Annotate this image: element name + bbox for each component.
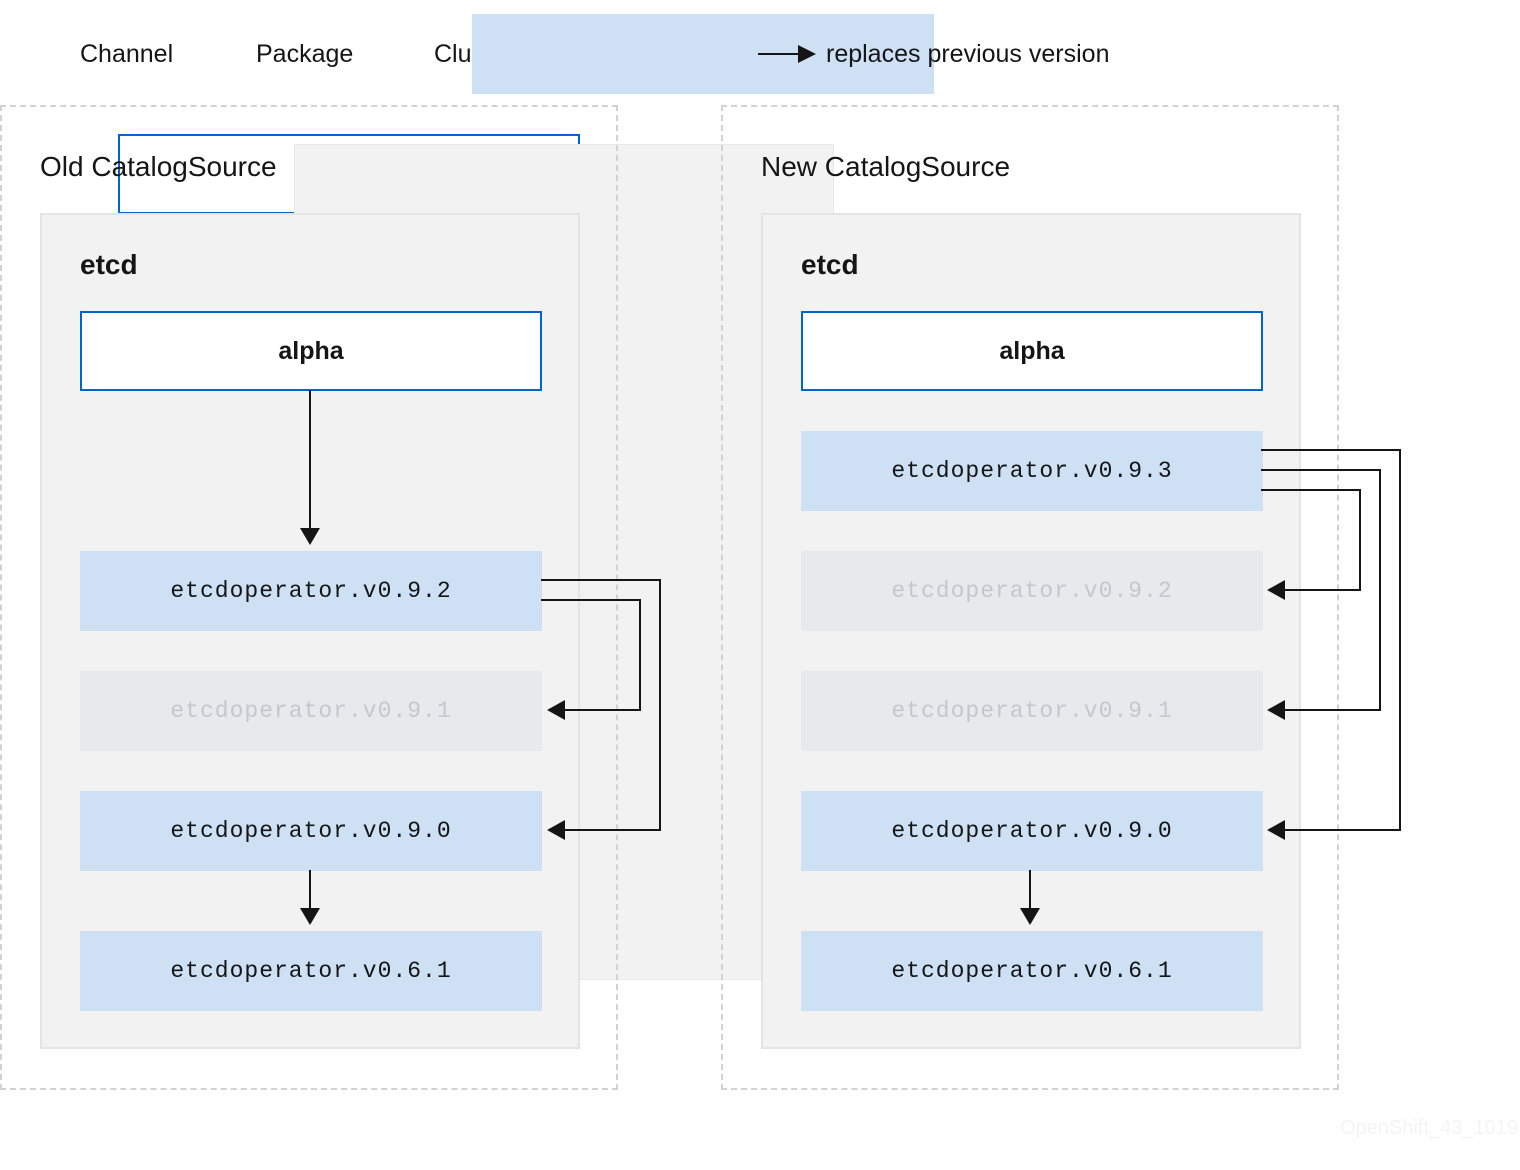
legend-package-label: Package — [256, 39, 354, 68]
old-csv-v091: etcdoperator.v0.9.1 — [80, 671, 542, 751]
legend-replaces-label: replaces previous version — [826, 39, 1110, 68]
new-csv-v093: etcdoperator.v0.9.3 — [801, 431, 1263, 511]
new-csv-v091: etcdoperator.v0.9.1 — [801, 671, 1263, 751]
old-catalog-title: Old CatalogSource — [40, 151, 277, 182]
new-catalog-title: New CatalogSource — [761, 151, 1011, 182]
old-channel-alpha: alpha — [80, 311, 542, 391]
new-csv-v090: etcdoperator.v0.9.0 — [801, 791, 1263, 871]
old-csv-v092: etcdoperator.v0.9.2 — [80, 551, 542, 631]
old-csv-v090: etcdoperator.v0.9.0 — [80, 791, 542, 871]
new-package-name: etcd — [801, 249, 859, 280]
new-csv-v092: etcdoperator.v0.9.2 — [801, 551, 1263, 631]
new-channel-alpha: alpha — [801, 311, 1263, 391]
arrow-right-icon — [758, 45, 816, 63]
old-package-name: etcd — [80, 249, 138, 280]
csv-swatch-icon — [472, 14, 934, 94]
new-package-etcd: etcd alpha etcdoperator.v0.9.3 etcdopera… — [761, 213, 1301, 1049]
legend-channel: Channel — [80, 38, 580, 214]
legend-replaces: replaces previous version — [758, 38, 1109, 70]
old-csv-v061: etcdoperator.v0.6.1 — [80, 931, 542, 1011]
new-catalog-source: New CatalogSource etcd alpha etcdoperato… — [721, 105, 1339, 1090]
watermark: OpenShift_43_1019 — [1340, 1117, 1518, 1139]
old-package-etcd: etcd alpha etcdoperator.v0.9.2 etcdopera… — [40, 213, 580, 1049]
legend-csv: ClusterServiceVersion — [434, 14, 934, 94]
old-catalog-source: Old CatalogSource etcd alpha etcdoperato… — [0, 105, 618, 1090]
legend-package: Package — [256, 38, 834, 980]
legend-channel-label: Channel — [80, 39, 174, 68]
new-csv-v061: etcdoperator.v0.6.1 — [801, 931, 1263, 1011]
